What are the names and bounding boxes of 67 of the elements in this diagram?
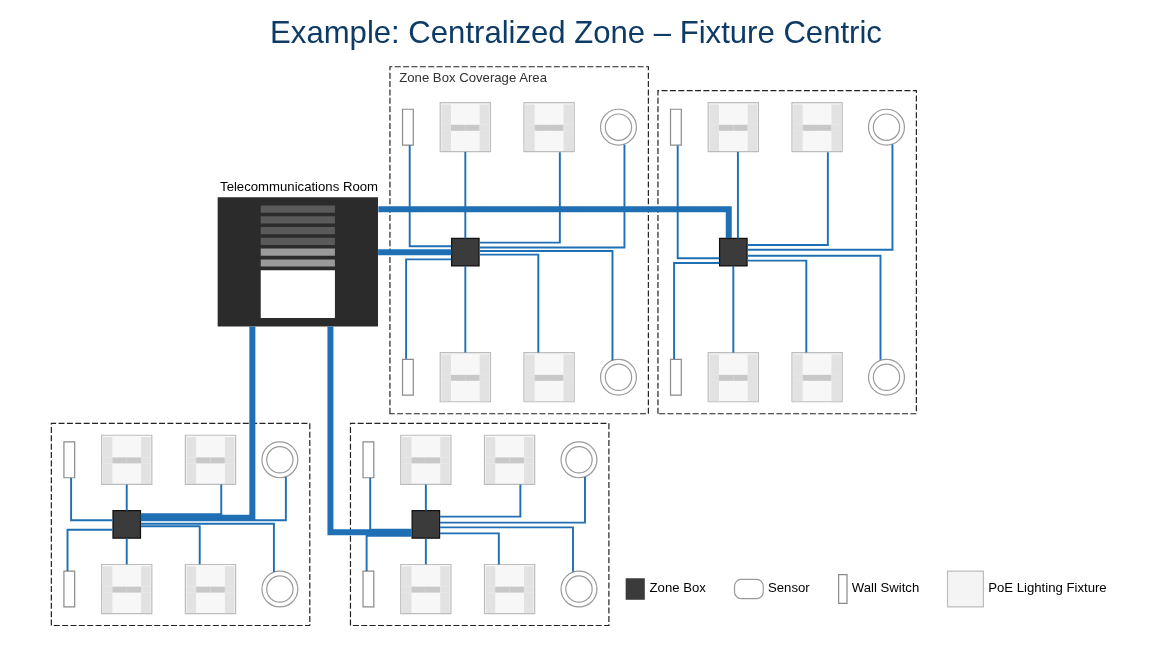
connector <box>139 522 275 573</box>
node-circle <box>261 441 299 479</box>
connector <box>327 326 412 536</box>
connector <box>736 150 739 240</box>
node-box <box>718 237 748 267</box>
node-box <box>411 510 441 539</box>
connector <box>478 250 614 362</box>
connector <box>464 150 467 240</box>
node-circle <box>867 108 906 146</box>
connector <box>139 483 223 516</box>
connector <box>746 151 829 246</box>
cluster: Zone Box Coverage Area <box>389 66 649 415</box>
node-circle <box>599 108 637 146</box>
connector <box>378 249 452 256</box>
connector <box>464 265 467 354</box>
legend-label: Wall Switch <box>851 580 920 596</box>
node-circle <box>560 441 598 479</box>
node-label: Telecommunications Room <box>220 178 379 194</box>
node-box <box>217 197 378 327</box>
node-bar <box>63 570 76 608</box>
cluster <box>50 422 311 627</box>
connector <box>732 265 735 354</box>
connector <box>478 151 561 244</box>
node-circle <box>261 570 299 608</box>
legend-label: Zone Box <box>649 580 706 596</box>
connector <box>439 526 574 573</box>
node-bar <box>669 358 682 396</box>
node-circle <box>599 358 637 396</box>
connector <box>140 326 256 521</box>
connector <box>369 476 413 531</box>
legend-label: PoE Lighting Fixture <box>988 580 1107 596</box>
node-box <box>112 510 142 539</box>
node-bar <box>362 570 375 608</box>
connector <box>746 143 894 251</box>
node-circle <box>560 570 598 608</box>
node-bar <box>669 108 682 146</box>
connector <box>125 483 128 512</box>
connector <box>746 254 882 361</box>
legend-label: Sensor <box>768 580 810 596</box>
connector <box>139 476 287 522</box>
node-bar <box>401 108 414 146</box>
connector <box>478 253 540 354</box>
connector <box>438 532 500 566</box>
connector <box>408 144 453 248</box>
connector <box>70 476 114 522</box>
cluster <box>349 422 610 627</box>
diagram-title: Example: Centralized Zone – Fixture Centric <box>270 14 882 50</box>
connector <box>478 143 626 249</box>
connector <box>125 537 128 566</box>
connector <box>676 144 721 260</box>
node-bar <box>401 358 414 396</box>
connector <box>438 483 522 518</box>
node-box <box>450 237 480 267</box>
cluster <box>657 90 917 415</box>
connector <box>439 476 586 524</box>
node-bar <box>362 441 375 479</box>
connector <box>746 259 808 354</box>
connector <box>365 534 413 572</box>
connector <box>424 537 427 566</box>
node-circle <box>867 358 906 396</box>
connector <box>66 528 114 572</box>
connector <box>378 206 732 239</box>
node-bar <box>63 441 76 479</box>
connector <box>424 483 427 512</box>
connector <box>673 262 721 360</box>
connector <box>139 525 201 566</box>
connector <box>405 258 453 360</box>
